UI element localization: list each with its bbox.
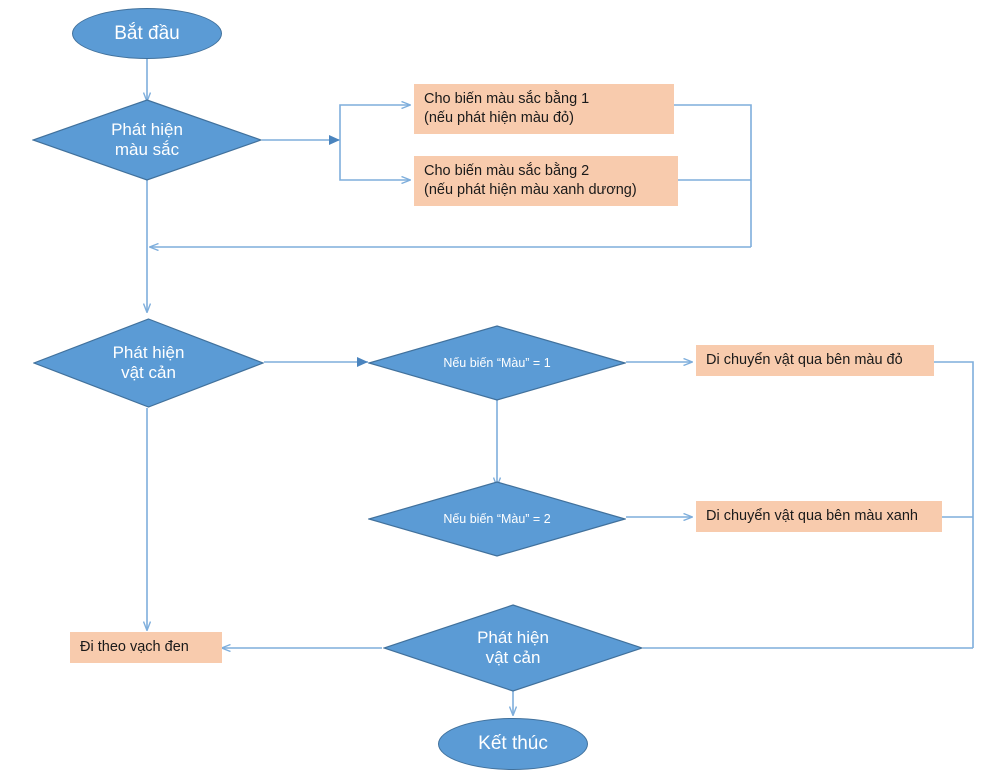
node-set-color-2[interactable]: Cho biến màu sắc bằng 2 (nếu phát hiện m… xyxy=(414,156,678,206)
node-start-label: Bắt đầu xyxy=(114,22,180,44)
node-set-color-2-line1: Cho biến màu sắc bằng 2 xyxy=(424,162,590,179)
node-set-color-1-line2: (nếu phát hiện màu đỏ) xyxy=(424,110,574,126)
node-detect-color[interactable]: Phát hiện màu sắc xyxy=(32,99,262,181)
node-follow-line[interactable]: Đi theo vạch đen xyxy=(70,632,222,663)
diamond-shape xyxy=(32,99,262,181)
diamond-shape xyxy=(368,325,626,401)
node-detect-obstacle-1[interactable]: Phát hiện vật cản xyxy=(33,318,264,408)
node-detect-obstacle-2[interactable]: Phát hiện vật cản xyxy=(383,604,643,692)
diamond-shape xyxy=(368,481,626,557)
node-if-color-2[interactable]: Nếu biến “Màu” = 2 xyxy=(368,481,626,557)
edge-detect-color-to-set2 xyxy=(339,140,410,180)
diamond-shape xyxy=(383,604,643,692)
node-set-color-1-line1: Cho biến màu sắc bằng 1 xyxy=(424,90,590,107)
node-move-blue-label: Di chuyển vật qua bên màu xanh xyxy=(706,507,918,524)
node-end-label: Kết thúc xyxy=(478,733,548,755)
node-set-color-1[interactable]: Cho biến màu sắc bằng 1 (nếu phát hiện m… xyxy=(414,84,674,134)
node-follow-line-label: Đi theo vạch đen xyxy=(80,638,189,655)
node-if-color-1[interactable]: Nếu biến “Màu” = 1 xyxy=(368,325,626,401)
diamond-shape xyxy=(33,318,264,408)
node-move-red-label: Di chuyển vật qua bên màu đỏ xyxy=(706,351,903,368)
node-move-blue[interactable]: Di chuyển vật qua bên màu xanh xyxy=(696,501,942,532)
edge-set1-return xyxy=(674,104,752,247)
node-set-color-2-line2: (nếu phát hiện màu xanh dương) xyxy=(424,182,637,198)
node-move-red[interactable]: Di chuyển vật qua bên màu đỏ xyxy=(696,345,934,376)
edge-movered-return xyxy=(934,361,974,648)
node-start[interactable]: Bắt đầu xyxy=(72,8,222,59)
node-end[interactable]: Kết thúc xyxy=(438,718,588,770)
edge-detect-color-to-set1 xyxy=(339,105,410,140)
